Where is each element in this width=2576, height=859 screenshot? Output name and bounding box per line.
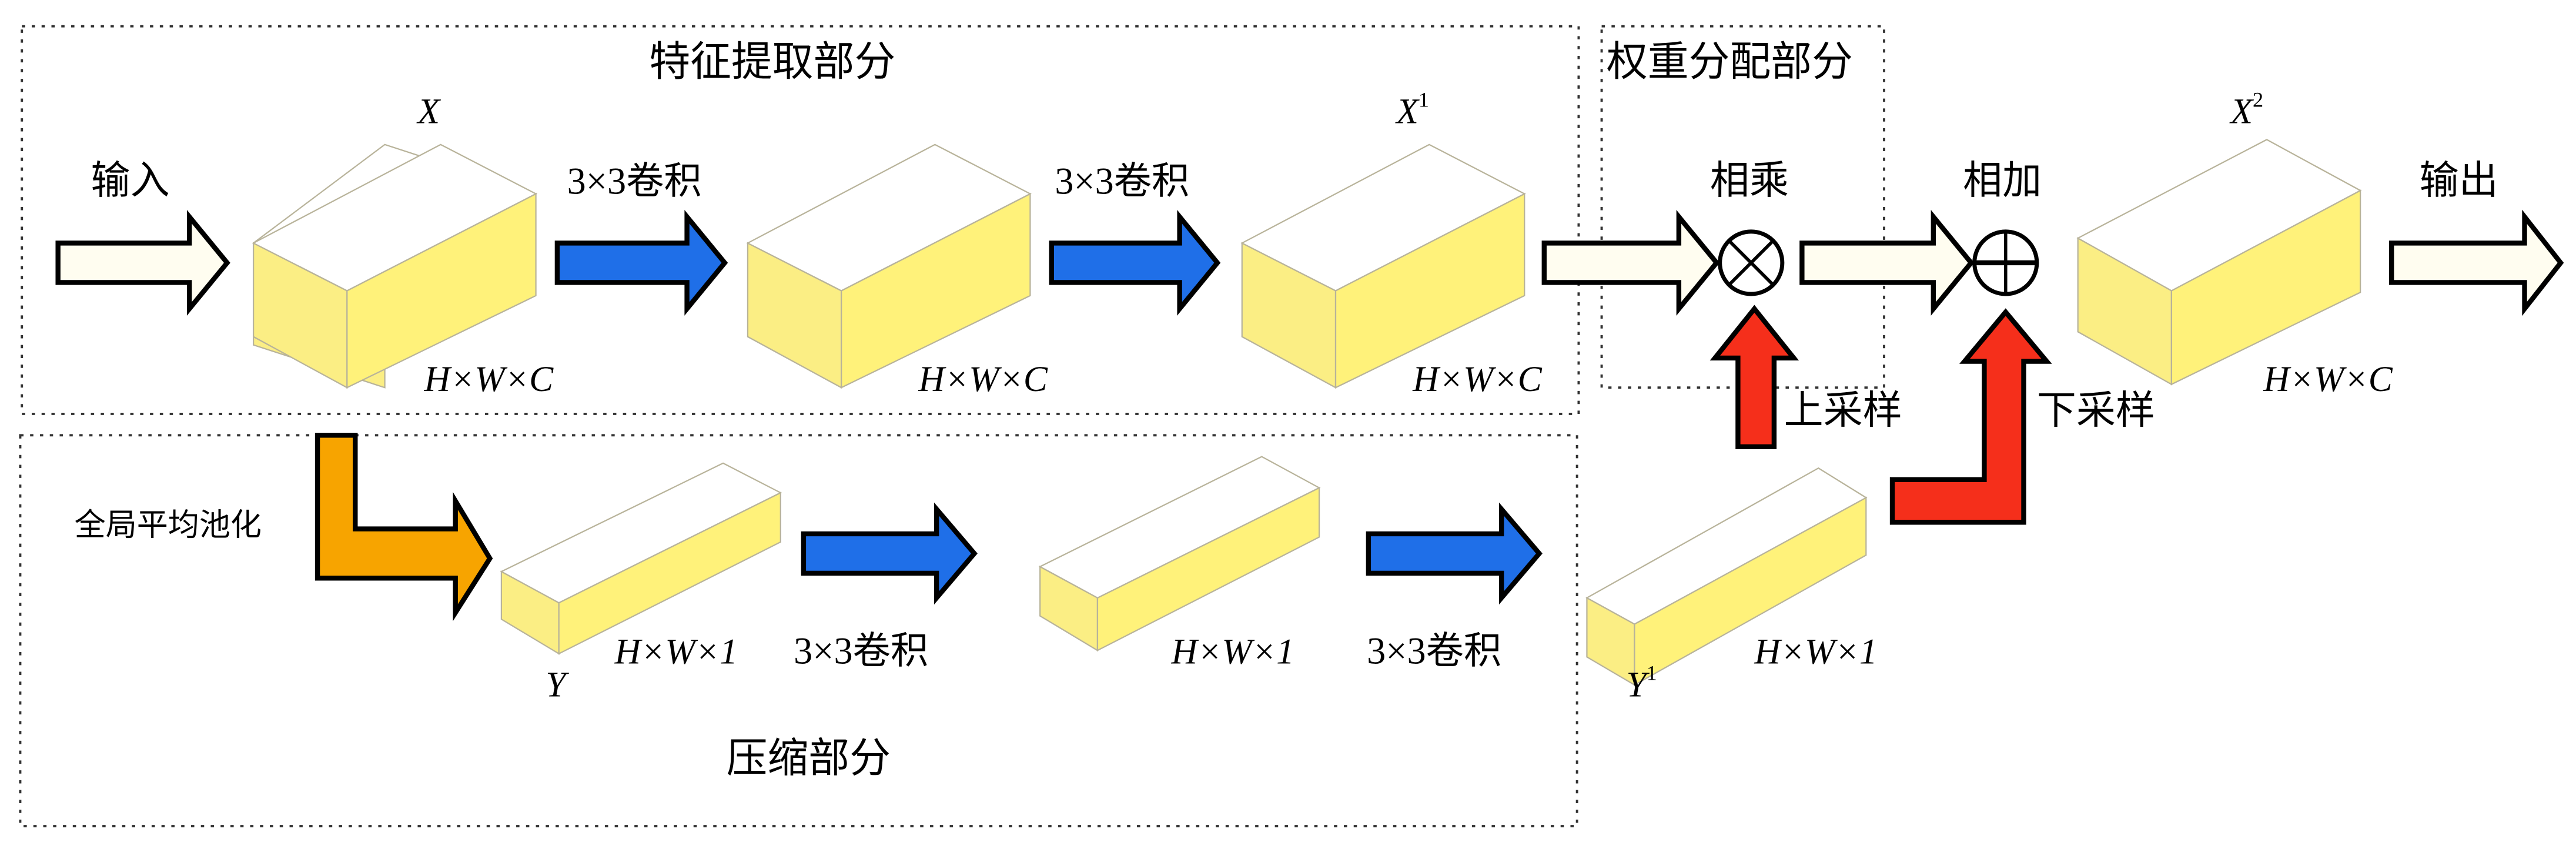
tensor-x2-dims: H×W×C (2263, 359, 2393, 399)
tensor-x1 (1240, 143, 1526, 389)
conv1-label: 3×3卷积 (567, 161, 702, 202)
feature-extraction-title: 特征提取部分 (649, 38, 895, 86)
tensor-x-mid-dims: H×W×C (918, 359, 1048, 399)
tensor-x1-dims: H×W×C (1412, 359, 1542, 399)
tensor-y-name: Y (546, 664, 569, 704)
tensor-y1 (1585, 467, 1868, 686)
add-label: 相加 (1963, 158, 2042, 203)
flow-arrow-to-add (1799, 210, 1975, 316)
tensor-x1-name: X1 (1394, 88, 1429, 132)
multiply-icon (1718, 229, 1785, 296)
upsample-label: 上采样 (1784, 387, 1902, 433)
multiply-label: 相乘 (1710, 158, 1789, 203)
conv2-label: 3×3卷积 (1055, 161, 1189, 202)
input-arrow (55, 210, 230, 316)
conv4-arrow (1366, 502, 1543, 605)
conv2-arrow (1049, 210, 1221, 316)
gap-arrow (315, 433, 493, 621)
tensor-x2 (2076, 139, 2362, 386)
tensor-y1-dims: H×W×1 (1754, 632, 1877, 672)
feature-extraction-box (21, 25, 1580, 415)
downsample-arrow (1889, 308, 2052, 525)
tensor-y (500, 462, 782, 655)
conv1-arrow (554, 210, 728, 316)
conv4-label: 3×3卷积 (1367, 630, 1501, 672)
tensor-x2-name: X2 (2229, 88, 2263, 132)
add-icon (1972, 229, 2039, 296)
tensor-x-dims: H×W×C (424, 359, 554, 399)
weight-allocation-title: 权重分配部分 (1607, 38, 1853, 86)
output-label: 输出 (2420, 158, 2498, 203)
compression-title: 压缩部分 (727, 734, 891, 782)
conv3-arrow (801, 502, 978, 605)
tensor-y-mid-dims: H×W×1 (1171, 632, 1294, 672)
output-arrow (2389, 209, 2564, 316)
gap-label: 全局平均池化 (75, 507, 262, 543)
tensor-y-dims: H×W×1 (614, 632, 738, 672)
flow-arrow-to-multiply (1541, 210, 1720, 316)
downsample-label: 下采样 (2037, 387, 2155, 433)
tensor-x-name: X (416, 92, 441, 132)
input-label: 输入 (91, 158, 170, 203)
tensor-x-mid (746, 143, 1032, 389)
conv3-label: 3×3卷积 (794, 630, 928, 672)
upsample-arrow (1709, 305, 1799, 450)
tensor-x (252, 143, 538, 389)
tensor-y-mid (1038, 456, 1321, 652)
tensor-y1-name: Y1 (1626, 661, 1657, 705)
